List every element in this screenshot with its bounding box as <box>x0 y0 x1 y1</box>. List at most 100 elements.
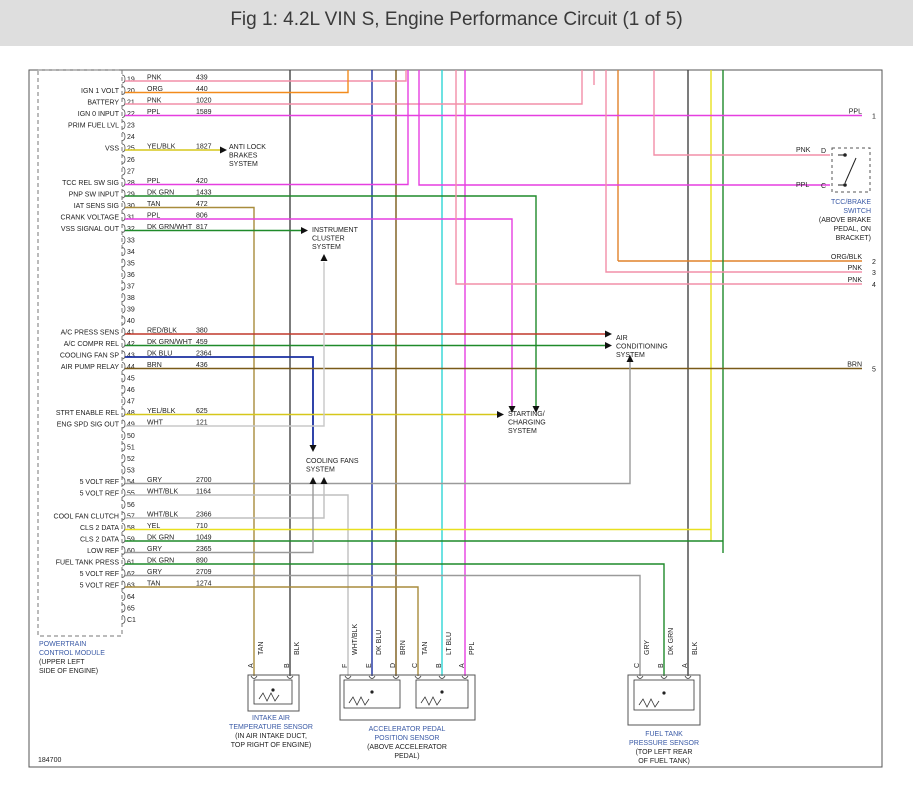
circuit-number-label: 2366 <box>196 512 212 519</box>
wire-color-label: GRY <box>147 569 162 576</box>
sensor-pin-letter: A <box>248 663 255 668</box>
circuit-number-label: 1433 <box>196 190 212 197</box>
starting-arrow <box>508 406 516 413</box>
pin-connector-mark <box>121 465 126 475</box>
wire-color-label: PPL <box>147 178 160 185</box>
pin-connector-mark <box>121 109 126 118</box>
system-label: ANTI LOCK <box>229 144 266 151</box>
circuit-number-label: 806 <box>196 213 208 220</box>
pin-number: 38 <box>127 295 135 302</box>
wire-color-label: WHT/BLK <box>147 489 178 496</box>
sensor-pin-mark <box>368 675 376 679</box>
sensor-pin-mark <box>684 675 692 679</box>
pin-number: 65 <box>127 606 135 613</box>
circuit-number-label: 2709 <box>196 569 212 576</box>
pin-connector-mark <box>121 155 126 164</box>
system-label: SYSTEM <box>229 161 258 168</box>
wire-color-label: PNK <box>147 75 162 82</box>
fans-arrow <box>309 445 317 452</box>
pin-number: 51 <box>127 445 135 452</box>
circuit-number-label: 1274 <box>196 581 212 588</box>
sensor-pin-color: PPL <box>469 642 476 655</box>
system-label: CHARGING <box>508 420 546 427</box>
fans-arrow <box>320 477 328 484</box>
system-label: INSTRUMENT <box>312 227 359 234</box>
pin-connector-mark <box>121 534 126 544</box>
iat-sensor-box <box>247 674 300 712</box>
pin-connector-mark <box>121 557 126 567</box>
pin-function-label: 5 VOLT REF <box>80 479 119 486</box>
sensor-pin-color: GRY <box>644 640 651 655</box>
pin-number: 54 <box>127 479 135 486</box>
figure-id: 184700 <box>38 757 61 764</box>
system-label: CLUSTER <box>312 236 345 243</box>
wire-color-label: DK GRN <box>147 535 174 542</box>
pin-function-label: 5 VOLT REF <box>80 571 119 578</box>
tcc-switch-label: TCC/BRAKE <box>831 199 871 206</box>
sensor-resistor <box>348 696 370 706</box>
sensor-pin-color: WHT/BLK <box>352 624 359 655</box>
figure-header: Fig 1: 4.2L VIN S, Engine Performance Ci… <box>0 0 913 46</box>
pin-function-label: PRIM FUEL LVL <box>68 123 119 130</box>
sensor-element <box>633 679 695 711</box>
pin-connector-mark <box>121 592 126 601</box>
pcm-label-line: CONTROL MODULE <box>39 650 105 657</box>
pin-connector-mark <box>121 97 126 107</box>
circuit-number-label: 436 <box>196 362 208 369</box>
sensor-pin-mark <box>286 675 294 679</box>
ftp-sensor-box <box>627 674 701 726</box>
pin-connector-mark <box>121 304 126 314</box>
tcc-switch-terminal <box>843 183 847 187</box>
circuit-number-label: 2364 <box>196 351 212 358</box>
wire-color-label: TAN <box>147 581 160 588</box>
sensor-pin-letter: F <box>342 664 349 668</box>
system-label: SYSTEM <box>312 244 341 251</box>
pin-connector-mark <box>121 580 126 590</box>
pin-number: 64 <box>127 594 135 601</box>
sensor-node <box>662 691 666 695</box>
ppl-tcc-wire <box>418 70 830 186</box>
org-440-wire <box>125 70 349 94</box>
wire-color-label: DK GRN <box>147 558 174 565</box>
pin-connector-mark <box>121 258 126 268</box>
pin-function-label: IAT SENS SIG <box>74 203 119 210</box>
sensor-pin-mark <box>392 675 400 679</box>
pin-number: 55 <box>127 491 135 498</box>
pnk-439-wire <box>125 70 407 82</box>
pin-connector-mark <box>121 74 126 84</box>
pin-connector-mark <box>121 373 126 383</box>
pin-connector-mark <box>121 511 126 521</box>
pin-connector-mark <box>121 212 126 222</box>
wire-color-label: YEL/BLK <box>147 408 176 415</box>
pin-number: 52 <box>127 456 135 463</box>
sensor-element <box>415 679 469 709</box>
pin-connector-mark <box>121 316 126 325</box>
pin-number: C1 <box>127 617 136 624</box>
pin-connector-mark <box>121 281 126 291</box>
pin-connector-mark <box>121 569 126 578</box>
wire-color-label: WHT <box>147 420 164 427</box>
sensor-pin-color: DK BLU <box>376 630 383 655</box>
sensor-element <box>253 679 293 705</box>
pin-number: 25 <box>127 146 135 153</box>
tcc-wire-color: PPL <box>796 182 809 189</box>
pin-number: 29 <box>127 192 135 199</box>
pin-number: 40 <box>127 318 135 325</box>
ftp-sensor-label: FUEL TANK <box>645 731 683 738</box>
sensor-pin-letter: B <box>436 663 443 668</box>
pin-connector-mark <box>121 546 126 555</box>
pin-connector-mark <box>121 120 126 130</box>
right-edge-color: ORG/BLK <box>831 254 862 261</box>
pin-number: 43 <box>127 353 135 360</box>
pin-function-label: 5 VOLT REF <box>80 491 119 498</box>
wire-color-label: YEL/BLK <box>147 144 176 151</box>
pin-connector-mark <box>121 247 126 256</box>
tcc-switch-location: BRACKET) <box>836 235 871 242</box>
app-sensor-location: PEDAL) <box>394 753 419 760</box>
pin-number: 21 <box>127 100 135 107</box>
sensor-resistor <box>258 692 280 702</box>
circuit-number-label: 1164 <box>196 489 211 496</box>
tcc-pin-label: C <box>821 183 826 190</box>
wire-color-label: DK GRN/WHT <box>147 224 193 231</box>
pin-connector-mark <box>121 189 126 199</box>
